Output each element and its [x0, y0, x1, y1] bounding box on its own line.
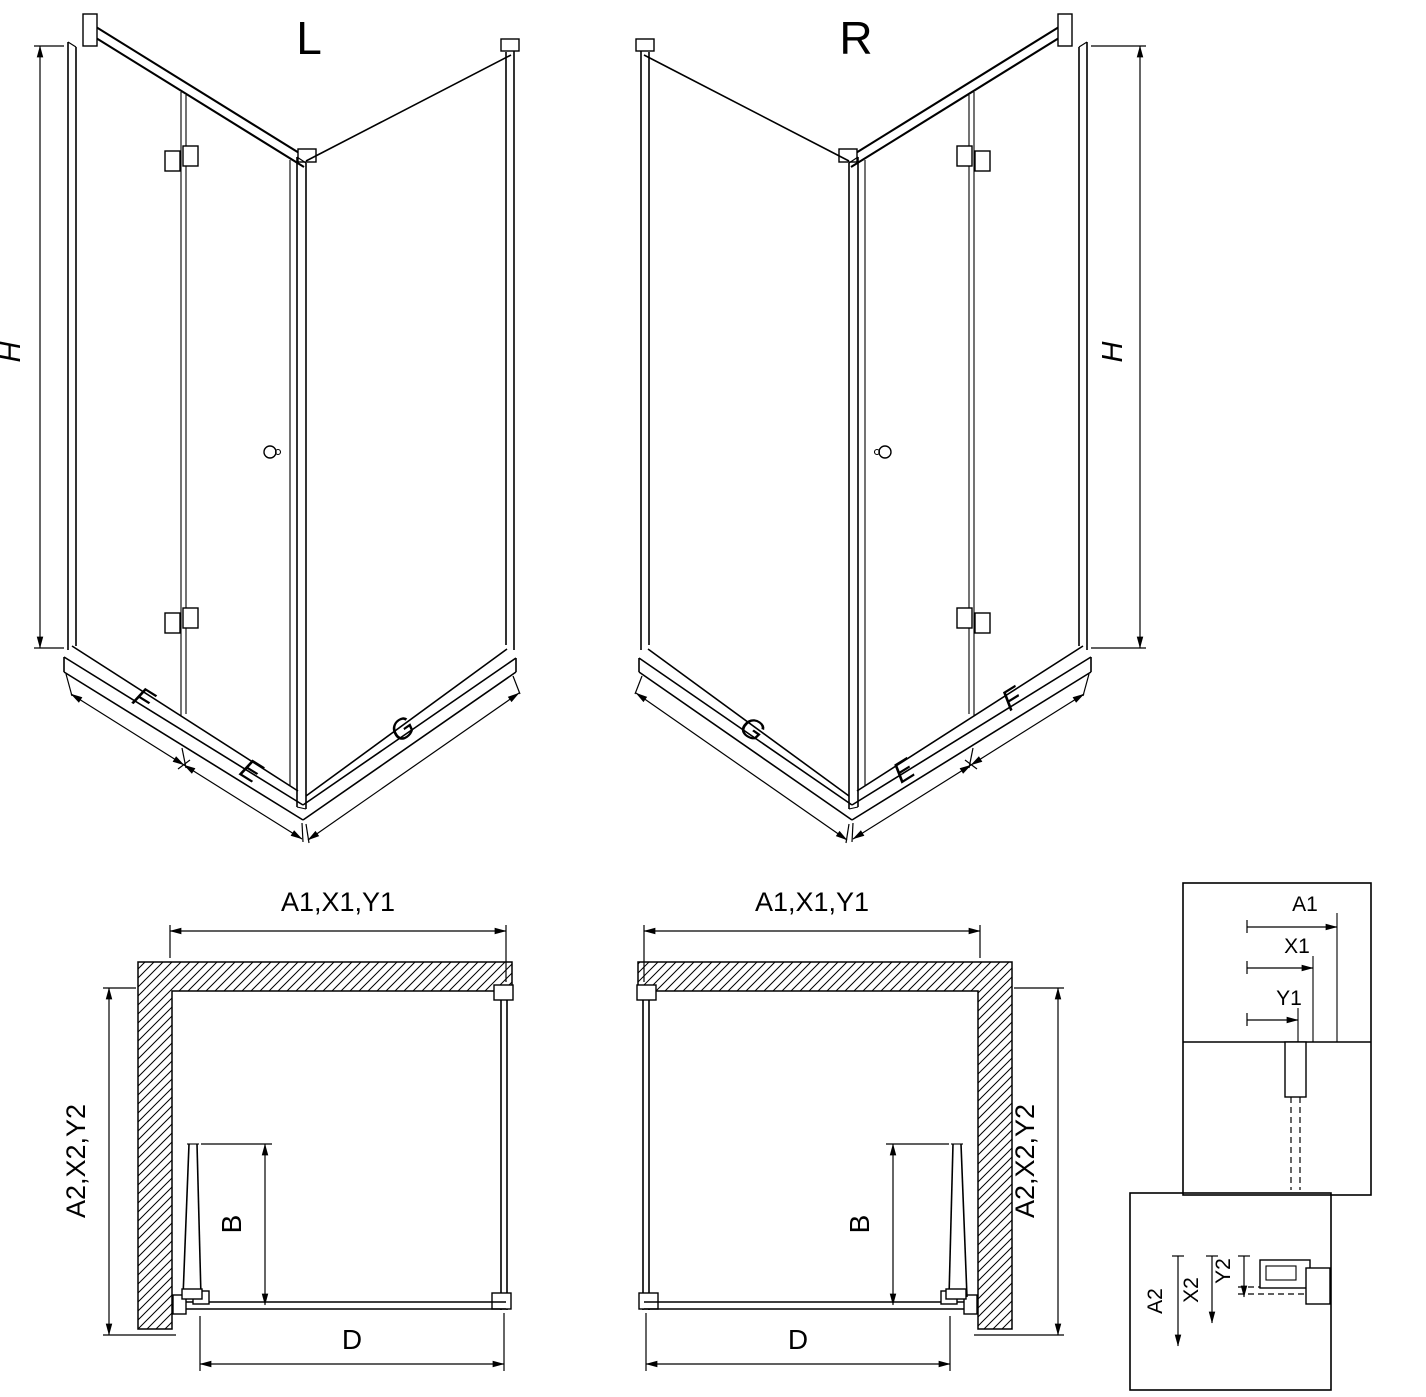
door-pivot: [945, 1288, 967, 1300]
hinge-bottom: [974, 612, 991, 634]
detail-view-depth: A2 X2 Y2: [1129, 1192, 1332, 1391]
dim-label-d-plan-right: D: [788, 1324, 808, 1355]
wall-profile-section: [1259, 1259, 1311, 1289]
detail-label-x2: X2: [1180, 1277, 1203, 1303]
dim-label-h-right: H: [1097, 341, 1129, 362]
detail-label-a2: A2: [1144, 1288, 1167, 1314]
hinge-top: [974, 150, 991, 172]
dim-label-b-plan-left: B: [216, 1215, 247, 1234]
panel-bracket: [638, 1292, 659, 1310]
panel-top-profile: [500, 38, 520, 52]
panel-bracket: [636, 984, 657, 1001]
variant-label-right: R: [839, 12, 872, 64]
detail-label-x1: X1: [1284, 935, 1310, 958]
door-knob: [274, 448, 282, 456]
dim-label-a1-plan-right: A1,X1,Y1: [755, 887, 869, 917]
hinge-top: [956, 145, 973, 167]
detail-frame: [1182, 882, 1372, 1196]
wall-profile-section: [1284, 1041, 1307, 1098]
detail-frame: [1129, 1192, 1332, 1391]
hinge-bottom: [956, 607, 973, 629]
hinge-top: [164, 150, 181, 172]
dim-label-a2-plan-right: A2,X2,Y2: [1010, 1104, 1040, 1218]
wall-profile-section: [1305, 1267, 1331, 1305]
iso-view-right: H F E G R: [634, 12, 1146, 844]
detail-label-y2: Y2: [1212, 1258, 1235, 1284]
wall-section: [137, 961, 513, 1330]
dim-label-d-plan-left: D: [342, 1324, 362, 1355]
detail-label-a1: A1: [1292, 893, 1318, 916]
hinge-top: [182, 145, 199, 167]
wall-section: [637, 961, 1013, 1330]
dim-label-b-plan-right: B: [844, 1215, 875, 1234]
door-knob: [878, 445, 892, 459]
track-fitting: [172, 1294, 187, 1315]
dim-label-e-right: E: [888, 752, 922, 790]
plan-view-right: A1,X1,Y1 A2,X2,Y2 B D: [636, 887, 1064, 1371]
rail-wall-profile: [82, 13, 98, 47]
detail-view-width: A1 X1 Y1: [1182, 882, 1372, 1196]
panel-bracket: [493, 984, 514, 1001]
door-knob: [263, 445, 277, 459]
rail-wall-profile: [1057, 13, 1073, 47]
plan-view-left: A1,X1,Y1 A2,X2,Y2 B D: [61, 887, 514, 1371]
dim-label-h-left: H: [0, 341, 27, 362]
track-fitting: [963, 1294, 978, 1315]
dim-label-a2-plan-left: A2,X2,Y2: [61, 1104, 91, 1218]
panel-bracket: [491, 1292, 512, 1310]
door-pivot: [181, 1288, 203, 1300]
dim-label-e-left: E: [234, 753, 268, 791]
hinge-bottom: [182, 607, 199, 629]
dim-label-a1-plan-left: A1,X1,Y1: [281, 887, 395, 917]
variant-label-left: L: [296, 12, 322, 64]
wall-profile-inner: [1265, 1265, 1297, 1281]
panel-top-profile: [635, 38, 655, 52]
iso-view-left: H F E G L: [0, 12, 521, 844]
door-knob: [873, 448, 881, 456]
hinge-bottom: [164, 612, 181, 634]
detail-label-y1: Y1: [1276, 987, 1302, 1010]
